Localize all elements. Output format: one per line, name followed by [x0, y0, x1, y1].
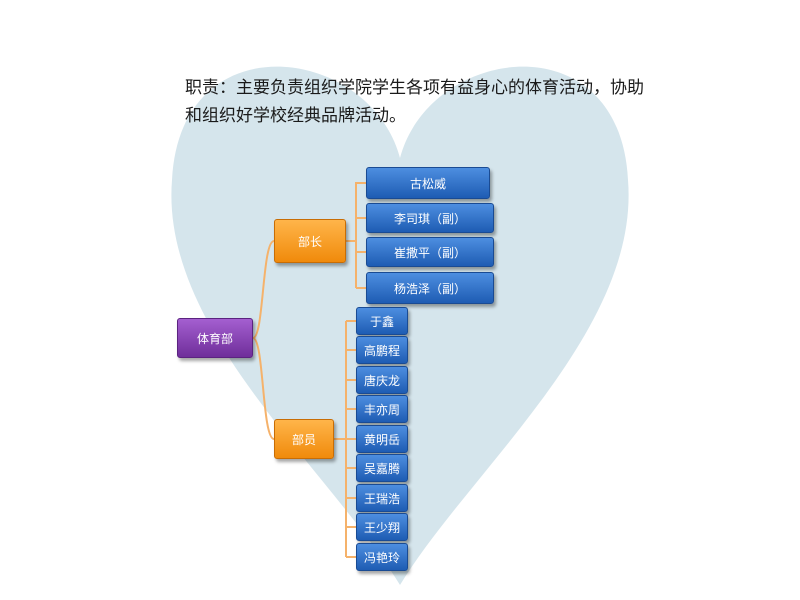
- root-node-label: 体育部: [196, 331, 233, 346]
- leaf-label: 丰亦周: [363, 402, 400, 417]
- leaf-node-member: 高鹏程: [356, 336, 408, 364]
- duty-description: 职责：主要负责组织学院学生各项有益身心的体育活动，协助和组织好学校经典品牌活动。: [185, 78, 644, 126]
- leaf-node-minister: 古松威: [366, 167, 490, 199]
- leaf-node-member: 唐庆龙: [356, 366, 408, 394]
- connector-lines: [252, 182, 366, 558]
- connector-root-to-member: [252, 337, 275, 440]
- leaf-label: 吴嘉腾: [363, 461, 400, 476]
- leaf-label: 古松威: [409, 176, 446, 191]
- leaf-node-minister: 杨浩泽（副）: [366, 272, 494, 304]
- category-node-minister: 部长: [274, 219, 346, 263]
- leaf-label: 冯艳玲: [363, 550, 400, 565]
- leaf-label: 崔撒平（副）: [393, 245, 466, 260]
- leaf-label: 于鑫: [369, 314, 394, 329]
- category-label-member: 部员: [291, 432, 316, 447]
- leaf-node-member: 于鑫: [356, 307, 408, 335]
- category-node-member: 部员: [274, 419, 334, 459]
- leaf-node-member: 吴嘉腾: [356, 454, 408, 482]
- leaf-node-minister: 崔撒平（副）: [366, 237, 494, 267]
- category-label-minister: 部长: [297, 234, 322, 249]
- leaf-label: 王瑞浩: [363, 491, 400, 506]
- leaf-label: 李司琪（副）: [393, 211, 466, 226]
- leaf-node-member: 黄明岳: [356, 425, 408, 453]
- connector-root-to-minister: [252, 240, 275, 339]
- leaf-node-minister: 李司琪（副）: [366, 203, 494, 233]
- leaf-node-member: 王瑞浩: [356, 484, 408, 512]
- leaf-node-member: 丰亦周: [356, 395, 408, 423]
- leaf-label: 杨浩泽（副）: [393, 281, 466, 296]
- leaf-label: 高鹏程: [363, 343, 400, 358]
- leaf-label: 黄明岳: [363, 432, 400, 447]
- leaf-node-member: 王少翔: [356, 513, 408, 541]
- leaf-node-member: 冯艳玲: [356, 543, 408, 571]
- leaf-label: 王少翔: [363, 520, 400, 535]
- root-node-sports-department: 体育部: [177, 318, 253, 358]
- leaf-label: 唐庆龙: [363, 373, 400, 388]
